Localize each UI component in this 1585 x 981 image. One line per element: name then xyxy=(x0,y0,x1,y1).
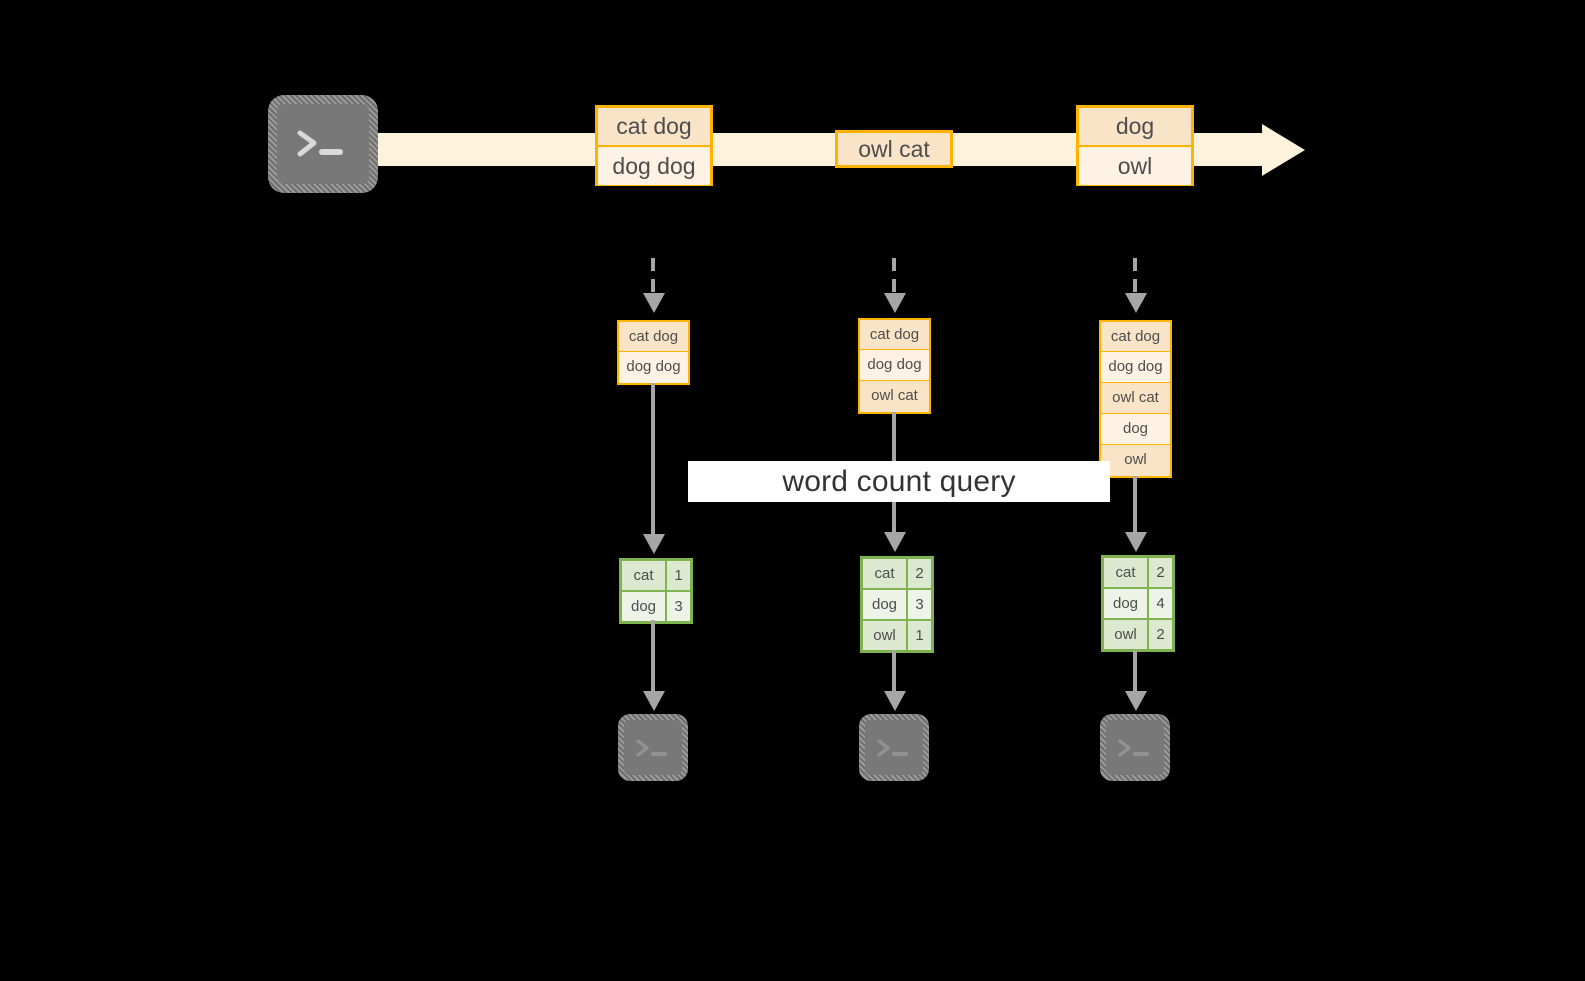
result-word: owl xyxy=(1104,620,1149,649)
sink-connector-2 xyxy=(892,650,896,692)
query-arrowhead-icon-2 xyxy=(884,532,906,552)
stream-record: owl cat xyxy=(838,133,950,165)
stream-group-3: dog owl xyxy=(1076,105,1194,186)
table-row: owl 2 xyxy=(1104,620,1172,649)
stream-record: dog xyxy=(1079,108,1191,147)
sink-arrowhead-icon-1 xyxy=(643,691,665,711)
result-table-2: cat 2 dog 3 owl 1 xyxy=(860,556,934,653)
query-arrowhead-icon-3 xyxy=(1125,532,1147,552)
sink-arrowhead-icon-2 xyxy=(884,691,906,711)
table-row: cat 2 xyxy=(863,559,931,590)
table-row: dog xyxy=(1101,414,1170,445)
terminal-prompt-icon xyxy=(877,738,908,757)
result-word: dog xyxy=(863,590,908,619)
terminal-body xyxy=(624,720,682,775)
result-word: cat xyxy=(622,561,667,590)
result-count: 1 xyxy=(667,561,690,590)
result-count: 2 xyxy=(1149,558,1172,587)
table-row: dog 3 xyxy=(863,590,931,621)
stream-arrow-head-icon xyxy=(1262,124,1305,176)
stream-record: dog dog xyxy=(598,147,710,185)
table-row: cat dog xyxy=(619,322,688,352)
table-row: owl cat xyxy=(1101,383,1170,414)
table-row: dog 4 xyxy=(1104,589,1172,620)
sink-connector-3 xyxy=(1133,650,1137,692)
result-word: dog xyxy=(622,592,667,621)
query-label: word count query xyxy=(688,461,1110,502)
sink-arrowhead-icon-3 xyxy=(1125,691,1147,711)
query-connector-3 xyxy=(1133,476,1137,533)
stream-to-table-connector-3 xyxy=(1133,258,1137,294)
input-table-2: cat dog dog dog owl cat xyxy=(858,318,931,414)
query-arrowhead-icon-1 xyxy=(643,534,665,554)
result-count: 3 xyxy=(667,592,690,621)
table-row: cat 2 xyxy=(1104,558,1172,589)
stream-to-table-arrowhead-icon-1 xyxy=(643,293,665,313)
table-row: dog dog xyxy=(619,352,688,383)
result-table-3: cat 2 dog 4 owl 2 xyxy=(1101,555,1175,652)
table-row: dog dog xyxy=(860,350,929,381)
table-row: dog dog xyxy=(1101,352,1170,383)
stream-record: cat dog xyxy=(598,108,710,147)
terminal-prompt-icon xyxy=(297,130,343,157)
table-row: cat 1 xyxy=(622,561,690,592)
result-word: owl xyxy=(863,621,908,650)
result-count: 2 xyxy=(908,559,931,588)
sink-terminal-icon-1[interactable] xyxy=(618,714,688,781)
terminal-prompt-icon xyxy=(1118,738,1149,757)
terminal-body xyxy=(865,720,923,775)
terminal-body xyxy=(1106,720,1164,775)
stream-group-1: cat dog dog dog xyxy=(595,105,713,186)
sink-terminal-icon-3[interactable] xyxy=(1100,714,1170,781)
stream-record: owl xyxy=(1079,147,1191,185)
stream-group-2: owl cat xyxy=(835,130,953,168)
result-word: cat xyxy=(863,559,908,588)
table-row: cat dog xyxy=(860,320,929,350)
query-connector-1 xyxy=(651,383,655,535)
result-table-1: cat 1 dog 3 xyxy=(619,558,693,624)
result-count: 1 xyxy=(908,621,931,650)
result-word: cat xyxy=(1104,558,1149,587)
sink-connector-1 xyxy=(651,620,655,692)
source-terminal-icon[interactable] xyxy=(268,95,378,193)
table-row: dog 3 xyxy=(622,592,690,621)
input-table-1: cat dog dog dog xyxy=(617,320,690,385)
stream-to-table-connector-2 xyxy=(892,258,896,294)
result-count: 4 xyxy=(1149,589,1172,618)
table-row: owl xyxy=(1101,445,1170,476)
sink-terminal-icon-2[interactable] xyxy=(859,714,929,781)
table-row: cat dog xyxy=(1101,322,1170,352)
input-table-3: cat dog dog dog owl cat dog owl xyxy=(1099,320,1172,478)
stream-to-table-arrowhead-icon-2 xyxy=(884,293,906,313)
result-count: 3 xyxy=(908,590,931,619)
table-row: owl cat xyxy=(860,381,929,412)
result-word: dog xyxy=(1104,589,1149,618)
table-row: owl 1 xyxy=(863,621,931,650)
terminal-body xyxy=(277,104,369,184)
terminal-prompt-icon xyxy=(636,738,667,757)
stream-to-table-arrowhead-icon-3 xyxy=(1125,293,1147,313)
stream-to-table-connector-1 xyxy=(651,258,655,294)
result-count: 2 xyxy=(1149,620,1172,649)
